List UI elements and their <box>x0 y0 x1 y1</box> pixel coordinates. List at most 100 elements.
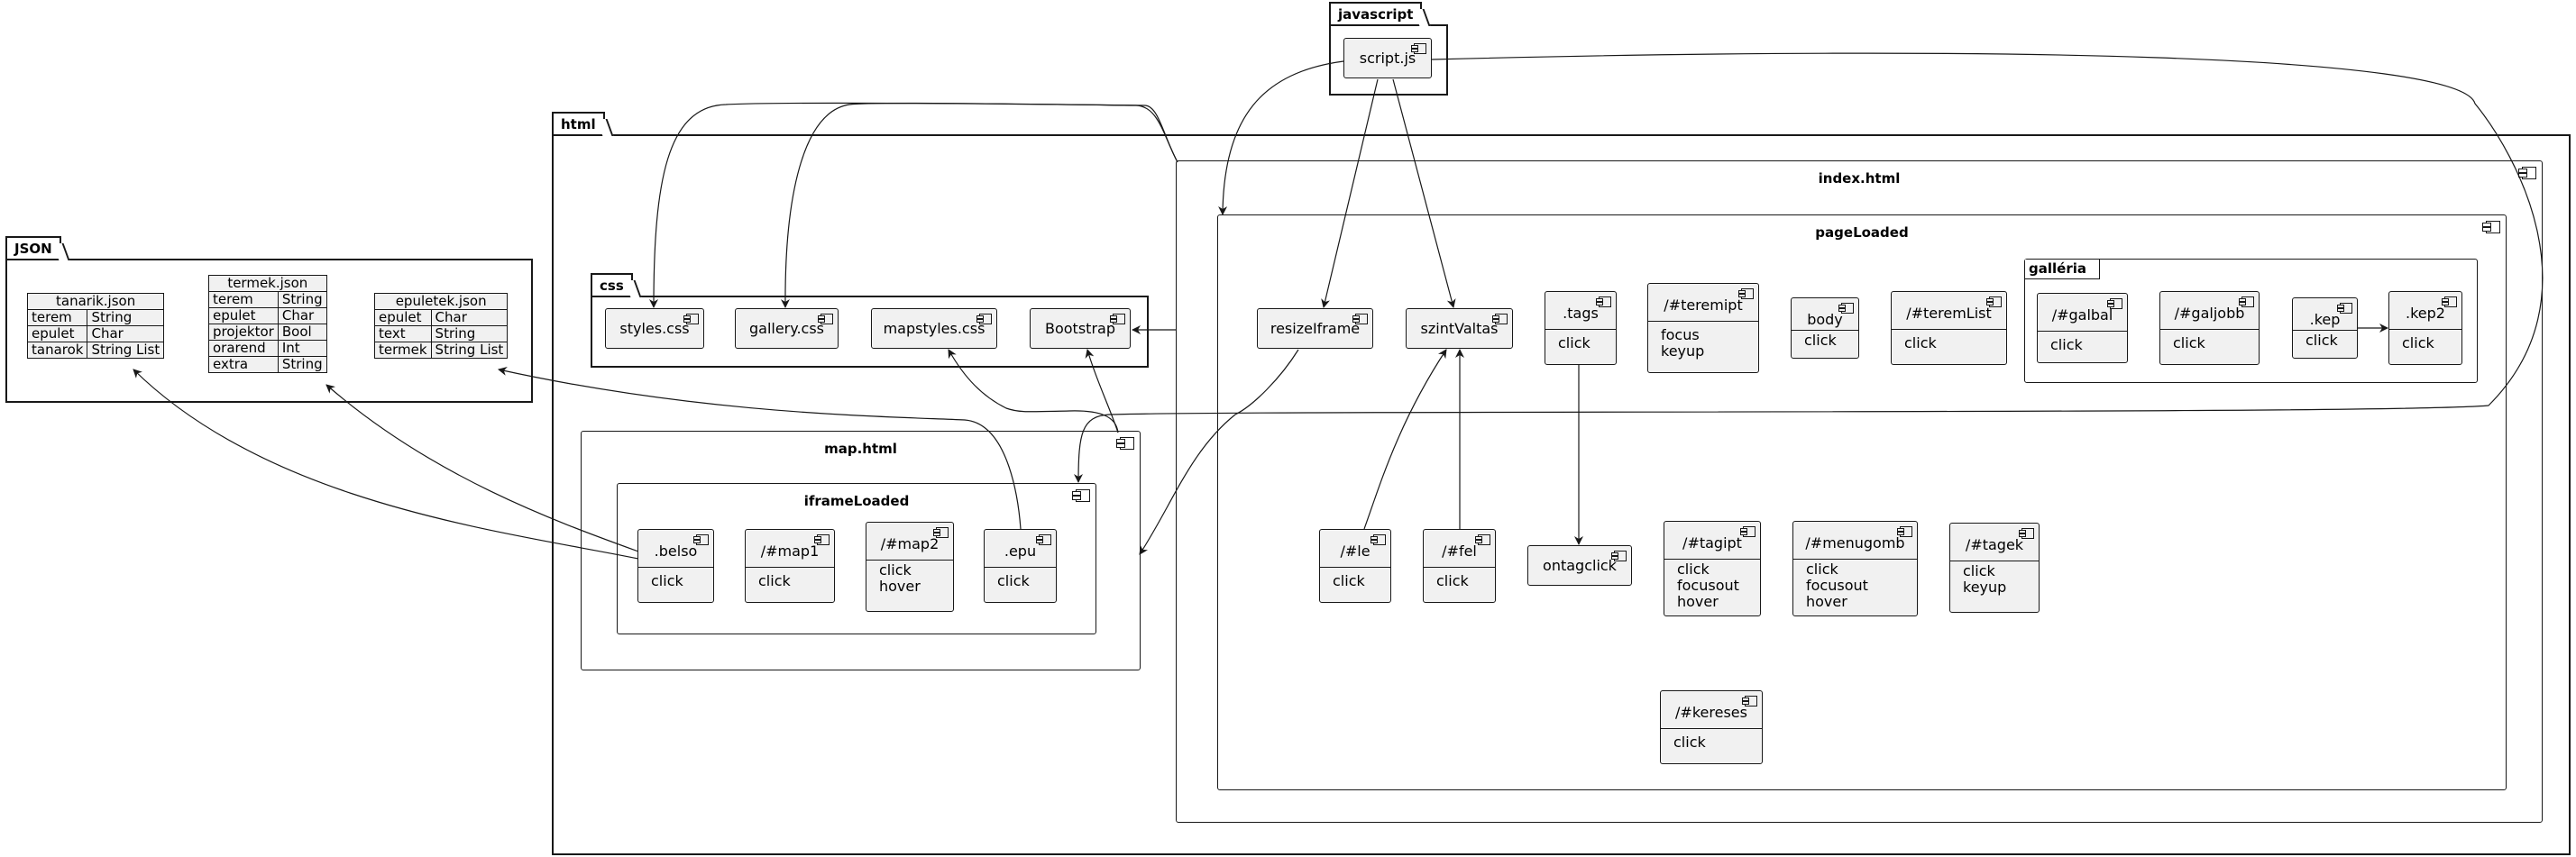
component-icon <box>2442 296 2457 307</box>
event-label: click <box>1436 572 1469 589</box>
mapstyles-css-node[interactable]: mapstyles.css <box>871 308 997 349</box>
tagek-node[interactable]: /#tagek click keyup <box>1949 523 2040 613</box>
event-label: keyup <box>1963 579 2007 596</box>
body-node[interactable]: body click <box>1791 297 1859 359</box>
table-cell: terem <box>26 309 88 326</box>
kep2-node[interactable]: .kep2 click <box>2388 291 2462 365</box>
ontagclick-node[interactable]: ontagclick <box>1527 545 1632 586</box>
epuletek-json-title: epuletek.json <box>373 293 509 310</box>
gallery-css-node[interactable]: gallery.css <box>735 308 839 349</box>
node-label: /#le <box>1340 542 1371 560</box>
component-icon <box>1611 551 1627 561</box>
component-icon <box>1740 526 1756 537</box>
node-label: /#fel <box>1442 542 1477 560</box>
node-label: /#tagipt <box>1682 534 1742 552</box>
teremipt-node[interactable]: /#teremipt focus keyup <box>1647 283 1759 373</box>
component-icon <box>2482 221 2500 233</box>
table-cell: extra <box>208 356 279 373</box>
node-label: szintValtas <box>1420 320 1499 337</box>
tags-node[interactable]: .tags click <box>1545 291 1617 365</box>
event-label: focusout <box>1677 577 1739 594</box>
component-icon <box>1742 696 1757 707</box>
tagipt-node[interactable]: /#tagipt click focusout hover <box>1664 521 1761 616</box>
node-label: /#tagek <box>1965 536 2024 553</box>
fel-node[interactable]: /#fel click <box>1423 529 1496 603</box>
teremlist-node[interactable]: /#teremList click <box>1891 291 2007 365</box>
table-cell: String <box>277 291 327 308</box>
event-label: click <box>997 572 1030 589</box>
table-cell: Char <box>87 325 165 342</box>
json-package-tab: JSON <box>5 236 61 259</box>
table-cell: Bool <box>277 324 327 341</box>
javascript-package: javascript <box>1329 2 1448 96</box>
node-label: resizeIframe <box>1270 320 1361 337</box>
styles-css-node[interactable]: styles.css <box>605 308 704 349</box>
node-label: /#menugomb <box>1805 534 1905 552</box>
component-icon <box>1986 296 2002 307</box>
event-label: click <box>1963 562 1995 579</box>
event-label: click <box>1904 334 1937 351</box>
galjobb-node[interactable]: /#galjobb click <box>2159 291 2260 365</box>
epu-node[interactable]: .epu click <box>984 529 1057 603</box>
menugomb-node[interactable]: /#menugomb click focusout hover <box>1792 521 1918 616</box>
component-icon <box>2239 296 2254 307</box>
kep-node[interactable]: .kep click <box>2292 297 2358 359</box>
node-label: gallery.css <box>748 320 824 337</box>
table-cell: epulet <box>208 307 279 324</box>
event-label: focus <box>1661 326 1700 343</box>
node-label: ontagclick <box>1543 557 1617 574</box>
event-label: keyup <box>1661 342 1705 360</box>
table-cell: String <box>430 325 509 342</box>
component-icon <box>1738 288 1754 299</box>
event-label: click <box>1677 561 1710 578</box>
event-label: click <box>2306 332 2338 349</box>
bootstrap-node[interactable]: Bootstrap <box>1030 308 1131 349</box>
galbal-node[interactable]: /#galbal click <box>2037 293 2128 363</box>
galeria-label: galléria <box>2025 260 2100 279</box>
table-cell: orarend <box>208 340 279 357</box>
component-icon <box>1475 534 1490 545</box>
table-cell: epulet <box>26 325 88 342</box>
map1-node[interactable]: /#map1 click <box>745 529 835 603</box>
event-label: click <box>1333 572 1365 589</box>
resizeiframe-node[interactable]: resizeIframe <box>1257 308 1373 349</box>
event-label: click <box>1804 332 1837 349</box>
map2-node[interactable]: /#map2 click hover <box>866 522 954 612</box>
component-icon <box>933 527 949 538</box>
map-html-title: map.html <box>824 441 897 457</box>
component-icon <box>814 534 830 545</box>
event-label: click <box>758 572 791 589</box>
component-icon <box>1492 314 1508 324</box>
table-cell: epulet <box>374 309 432 326</box>
table-cell: String List <box>87 342 165 359</box>
kereses-node[interactable]: /#kereses click <box>1660 690 1763 764</box>
event-label: click <box>879 561 912 579</box>
event-label: click <box>1806 561 1838 578</box>
component-icon <box>1371 534 1386 545</box>
component-icon <box>683 314 699 324</box>
node-label: script.js <box>1359 50 1416 67</box>
event-label: focusout <box>1806 577 1868 594</box>
node-label: .epu <box>1004 542 1037 560</box>
component-icon <box>1411 43 1426 54</box>
event-label: hover <box>1806 593 1847 610</box>
component-icon <box>1072 489 1090 502</box>
node-label: styles.css <box>619 320 690 337</box>
belso-node[interactable]: .belso click <box>637 529 714 603</box>
component-icon <box>693 534 709 545</box>
szintvaltas-node[interactable]: szintValtas <box>1406 308 1513 349</box>
table-cell: Int <box>277 340 327 357</box>
index-html-title: index.html <box>1818 170 1901 187</box>
script-js-node[interactable]: script.js <box>1343 38 1432 78</box>
le-node[interactable]: /#le click <box>1319 529 1391 603</box>
event-label: click <box>1558 334 1591 351</box>
component-icon <box>818 314 833 324</box>
